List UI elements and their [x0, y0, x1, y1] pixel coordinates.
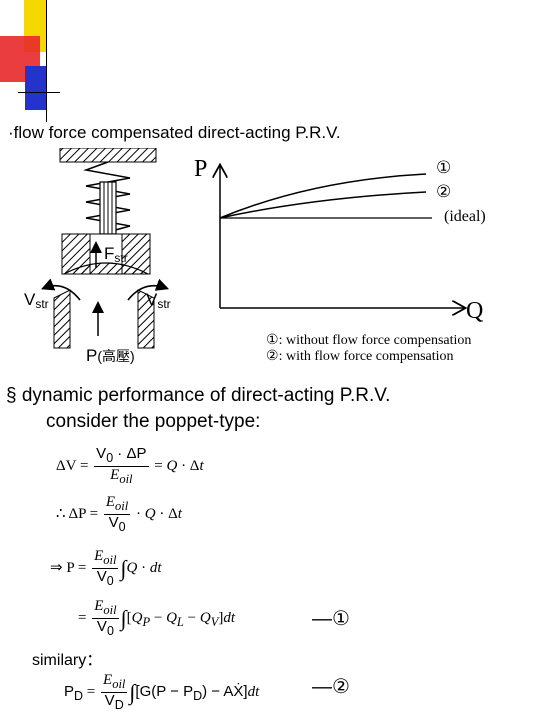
deco-vertical-line: [46, 0, 47, 122]
legend-1-text: : without flow force compensation: [278, 333, 472, 348]
valve-diagram: [41, 148, 170, 349]
graph-y-label: P: [194, 156, 208, 182]
ideal-label: (ideal): [444, 208, 486, 225]
legend-1: ①: without flow force compensation: [266, 332, 471, 349]
section-mark: §: [6, 385, 17, 406]
left-velocity-label: Vstr: [24, 290, 49, 311]
right-flow-arrow: [127, 278, 170, 301]
poppet-head: [63, 262, 149, 275]
curve-2-marker: ②: [436, 182, 452, 201]
left-velocity-sub: str: [35, 297, 49, 311]
subtitle-bullet: ·: [8, 123, 14, 142]
legend-2-text: : with flow force compensation: [278, 349, 454, 364]
curve-1-marker: ①: [436, 158, 452, 177]
right-velocity-sub: str: [157, 297, 171, 311]
left-flow-arrow: [41, 278, 81, 301]
legend-1-marker: ①: [266, 333, 279, 348]
deco-blue-square: [25, 66, 47, 110]
graph-x-label: Q: [466, 298, 484, 324]
pressure-label: P(高壓): [86, 346, 135, 365]
subtitle-text: flow force compensated direct-acting P.R…: [13, 123, 341, 142]
legend-2: ②: with flow force compensation: [266, 348, 454, 365]
equation-2-reference: —②: [312, 676, 350, 698]
curve-2: [219, 191, 427, 219]
right-velocity-label: Vstr: [146, 290, 171, 311]
spring-force-label: Fstr: [104, 244, 128, 265]
deco-horizontal-line: [18, 92, 60, 93]
left-wall: [53, 289, 71, 349]
heading-line-1: dynamic performance of direct-acting P.R…: [21, 385, 391, 406]
spring-force-sub: str: [114, 251, 128, 265]
similary-label: similary：: [32, 652, 103, 669]
heading-line-2: consider the poppet-type:: [46, 411, 261, 432]
pressure-note: (高壓): [97, 348, 135, 364]
equation-1-reference: —①: [312, 608, 350, 630]
pq-graph: [212, 160, 472, 320]
subtitle-line: ·flow force compensated direct-acting P.…: [8, 123, 341, 143]
legend-2-marker: ②: [266, 349, 279, 364]
fixed-wall: [59, 148, 157, 163]
section-heading: § dynamic performance of direct-acting P…: [6, 385, 390, 407]
right-wall: [137, 289, 155, 349]
curve-1: [219, 173, 427, 219]
